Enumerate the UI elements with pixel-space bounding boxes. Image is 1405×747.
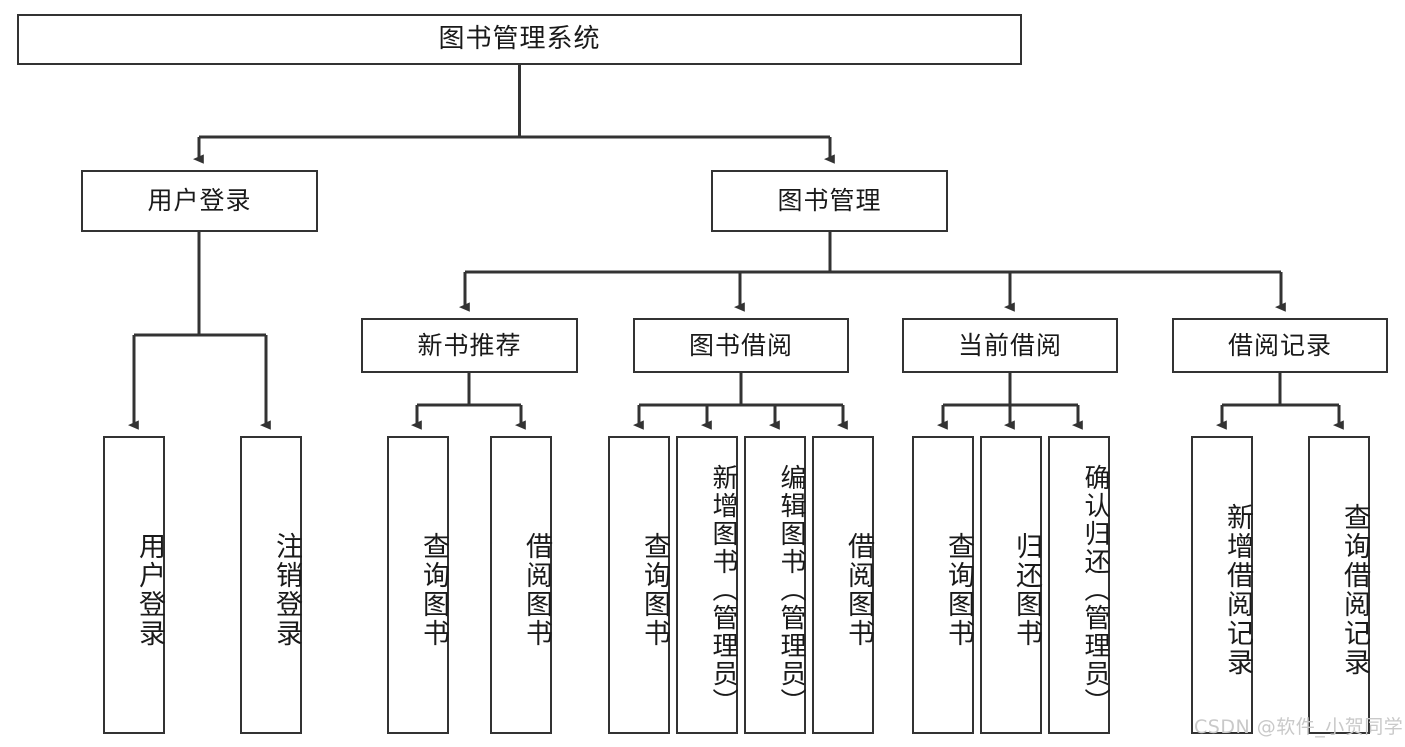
node-label: 借阅记录 xyxy=(1227,330,1332,360)
node-user-login[interactable]: 用户登录 xyxy=(81,170,318,232)
leaf-label: 查询借阅记录 xyxy=(1339,503,1370,677)
node-label: 当前借阅 xyxy=(957,330,1062,360)
leaf-label: 查询图书 xyxy=(418,532,449,648)
node-book-management[interactable]: 图书管理 xyxy=(711,170,948,232)
node-root-book-management-system[interactable]: 图书管理系统 xyxy=(17,14,1022,65)
leaf-add-book-admin[interactable]: 新增图书（管理员） xyxy=(676,436,738,734)
leaf-label: 新增图书（管理员） xyxy=(708,464,738,716)
leaf-label: 注销登录 xyxy=(271,532,302,648)
node-label: 图书管理系统 xyxy=(438,24,601,55)
leaf-edit-book-admin[interactable]: 编辑图书（管理员） xyxy=(744,436,806,734)
leaf-borrow-book-recommend[interactable]: 借阅图书 xyxy=(490,436,552,734)
leaf-user-logout[interactable]: 注销登录 xyxy=(240,436,302,734)
leaf-query-book-recommend[interactable]: 查询图书 xyxy=(387,436,449,734)
node-current-borrow[interactable]: 当前借阅 xyxy=(902,318,1118,373)
leaf-confirm-return-admin[interactable]: 确认归还（管理员） xyxy=(1048,436,1110,734)
leaf-label: 查询图书 xyxy=(639,532,670,648)
leaf-label: 用户登录 xyxy=(134,532,165,648)
leaf-add-borrow-record[interactable]: 新增借阅记录 xyxy=(1191,436,1253,734)
node-label: 图书管理 xyxy=(777,186,882,216)
leaf-label: 借阅图书 xyxy=(843,532,874,648)
node-label: 用户登录 xyxy=(147,186,252,216)
leaf-user-login[interactable]: 用户登录 xyxy=(103,436,165,734)
csdn-watermark: CSDN @软件_小贺同学 xyxy=(1194,716,1404,738)
leaf-query-borrow-record[interactable]: 查询借阅记录 xyxy=(1308,436,1370,734)
leaf-return-book[interactable]: 归还图书 xyxy=(980,436,1042,734)
leaf-borrow-book[interactable]: 借阅图书 xyxy=(812,436,874,734)
node-label: 图书借阅 xyxy=(688,330,793,360)
leaf-query-book-current[interactable]: 查询图书 xyxy=(912,436,974,734)
node-borrow-record[interactable]: 借阅记录 xyxy=(1172,318,1388,373)
leaf-label: 新增借阅记录 xyxy=(1222,503,1253,677)
leaf-label: 编辑图书（管理员） xyxy=(776,464,806,716)
leaf-label: 归还图书 xyxy=(1011,532,1042,648)
leaf-label: 确认归还（管理员） xyxy=(1080,464,1110,716)
node-label: 新书推荐 xyxy=(417,330,522,360)
leaf-label: 借阅图书 xyxy=(521,532,552,648)
leaf-query-book-borrow[interactable]: 查询图书 xyxy=(608,436,670,734)
node-book-borrow[interactable]: 图书借阅 xyxy=(633,318,849,373)
node-new-book-recommend[interactable]: 新书推荐 xyxy=(361,318,578,373)
leaf-label: 查询图书 xyxy=(943,532,974,648)
